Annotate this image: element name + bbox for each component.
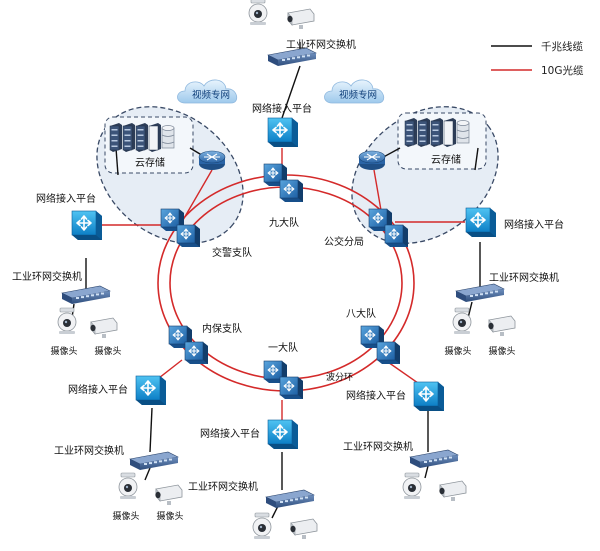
- label-camera-left-1: 摄像头: [50, 345, 77, 357]
- access-platform-right: [465, 207, 496, 237]
- core-switch-yidadui: [263, 360, 303, 399]
- label-industrial-switch-left: 工业环网交换机: [12, 270, 82, 283]
- label-video-network-left: 视频专网: [192, 89, 230, 101]
- industrial-switch-lowright: [409, 449, 459, 468]
- label-wavelength-ring: 波分环: [326, 371, 353, 383]
- link-bottom-switch-cameras: [271, 505, 279, 519]
- camera-dome-left: [57, 307, 77, 334]
- label-industrial-switch-right: 工业环网交换机: [489, 271, 559, 284]
- industrial-switch-lowleft: [129, 451, 179, 470]
- camera-box-lowleft: [155, 484, 183, 505]
- left-datacenter-group: [96, 106, 244, 244]
- label-video-network-right: 视频专网: [339, 89, 377, 101]
- link-lowleft-platform-switch: [149, 407, 153, 453]
- label-camera-right-1: 摄像头: [444, 345, 471, 357]
- link-top-switch-platform: [281, 65, 301, 119]
- camera-dome-lowleft: [118, 472, 138, 499]
- label-badadui: 八大队: [346, 307, 376, 320]
- cloud-storage-right: [404, 118, 470, 147]
- access-platform-top: [267, 117, 298, 147]
- label-access-platform-lowright: 网络接入平台: [346, 389, 406, 402]
- label-access-platform-right: 网络接入平台: [504, 218, 564, 231]
- industrial-switch-right: [455, 283, 505, 302]
- label-cloud-storage-right: 云存储: [431, 153, 461, 166]
- router-left: [198, 150, 226, 170]
- cloud-storage-left: [109, 123, 175, 152]
- label-industrial-switch-lowright: 工业环网交换机: [343, 440, 413, 453]
- link-lowright-switch-cameras: [424, 465, 429, 479]
- camera-box-right: [488, 315, 516, 336]
- camera-dome-top: [248, 0, 268, 25]
- label-access-platform-lowleft: 网络接入平台: [68, 383, 128, 396]
- camera-dome-bottom: [252, 512, 272, 539]
- label-neibao: 内保支队: [202, 322, 242, 335]
- camera-box-lowright: [439, 480, 467, 501]
- core-switch-gongjiao: [368, 208, 408, 247]
- label-industrial-switch-top: 工业环网交换机: [286, 38, 356, 51]
- core-switch-badadui: [360, 325, 400, 364]
- label-access-platform-bottom: 网络接入平台: [200, 427, 260, 440]
- label-jiudadui: 九大队: [269, 216, 299, 229]
- access-platform-lowleft: [135, 375, 166, 405]
- industrial-switch-left: [61, 285, 111, 304]
- camera-dome-lowright: [402, 472, 422, 499]
- label-camera-lowleft-1: 摄像头: [112, 510, 139, 522]
- industrial-switch-top: [267, 47, 317, 66]
- core-switch-jiaojing: [160, 208, 200, 247]
- link-right-switch-cameras: [467, 301, 473, 319]
- label-camera-right-2: 摄像头: [488, 345, 515, 357]
- label-jiaojing: 交警支队: [212, 246, 252, 259]
- video-network-cloud-right: [324, 79, 385, 104]
- legend-fiber-label: 10G光缆: [541, 64, 584, 77]
- label-access-platform-left: 网络接入平台: [36, 192, 96, 205]
- label-gongjiao: 公交分局: [324, 235, 364, 248]
- video-network-cloud-left: [177, 79, 238, 104]
- label-cloud-storage-left: 云存储: [135, 156, 165, 169]
- access-platform-bottom: [267, 419, 298, 449]
- label-yidadui: 一大队: [268, 341, 298, 354]
- camera-box-bottom: [290, 518, 318, 539]
- link-lowleft-switch-cameras: [144, 467, 151, 481]
- camera-box-top: [287, 8, 315, 29]
- core-switch-jiudadui: [263, 163, 303, 202]
- camera-box-left: [90, 317, 118, 338]
- label-camera-lowleft-2: 摄像头: [156, 510, 183, 522]
- camera-dome-right: [452, 307, 472, 334]
- access-platform-left: [71, 210, 102, 240]
- link-storage-left: [115, 147, 119, 176]
- legend-gigabit-label: 千兆线缆: [541, 40, 583, 53]
- label-access-platform-top: 网络接入平台: [252, 102, 312, 115]
- link-storage-right: [474, 147, 479, 171]
- link-router-jiaojing: [182, 169, 213, 221]
- access-platform-lowright: [413, 381, 444, 411]
- core-switch-neibao: [168, 325, 208, 364]
- label-industrial-switch-bottom: 工业环网交换机: [188, 480, 258, 493]
- label-industrial-switch-lowleft: 工业环网交换机: [54, 444, 124, 457]
- link-router-gongjiao: [373, 169, 383, 217]
- industrial-switch-bottom: [265, 489, 315, 508]
- label-camera-left-2: 摄像头: [94, 345, 121, 357]
- router-right: [358, 150, 386, 170]
